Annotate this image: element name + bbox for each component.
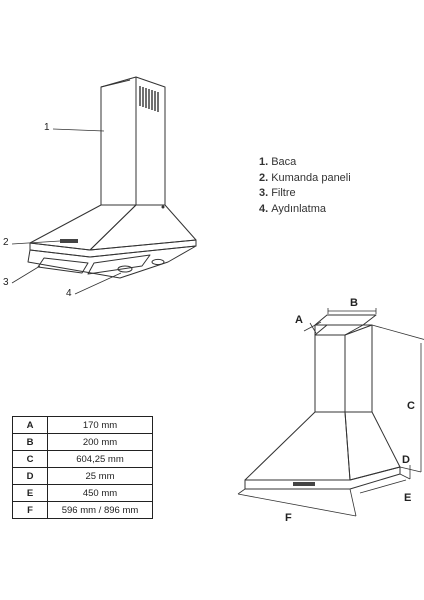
- leader-line-2: [11, 240, 61, 245]
- dim-control-buttons: [293, 482, 315, 486]
- dim-canopy-right: [344, 411, 401, 481]
- lamp-2: [151, 258, 165, 266]
- hood-underside: [27, 245, 197, 279]
- dim-canopy-left: [244, 411, 351, 481]
- dim-label-f: F: [285, 512, 292, 524]
- legend-item: 2.Kumanda paneli: [259, 171, 351, 184]
- callout-3: 3: [3, 277, 9, 288]
- legend-item: 1.Baca: [259, 156, 297, 168]
- parts-legend: 1.Baca 2.Kumanda paneli 3.Filtre 4.Aydın…: [259, 155, 351, 217]
- dim-label-e: E: [404, 492, 412, 504]
- legend-item: 4.Aydınlatma: [259, 202, 327, 215]
- dim-chimney-front: [314, 334, 346, 413]
- dim-label-d: D: [402, 454, 410, 466]
- dim-chimney-side: [344, 324, 373, 413]
- chimney-front: [100, 76, 137, 206]
- filter-left: [37, 257, 89, 274]
- dim-canopy-skirt: [244, 466, 401, 490]
- callout-1: 1: [44, 122, 50, 133]
- legend-item: 3.Filtre: [259, 187, 296, 199]
- control-panel-buttons: [60, 239, 78, 243]
- dim-line-f: [237, 493, 357, 517]
- canopy-right-face: [89, 204, 197, 251]
- dim-line-e: [359, 479, 407, 494]
- dim-chimney-top: [314, 314, 377, 326]
- chimney-vent-slots: [139, 86, 159, 112]
- leader-line-4: [74, 272, 122, 295]
- callout-4: 4: [66, 288, 72, 299]
- dim-label-a: A: [295, 314, 303, 326]
- dim-label-b: B: [350, 297, 358, 309]
- lamp-1: [117, 265, 133, 273]
- leader-line-1: [52, 128, 105, 132]
- filter-right: [87, 254, 151, 275]
- leader-line-3: [11, 265, 41, 284]
- dim-label-c: C: [407, 400, 415, 412]
- canopy-left-face: [29, 204, 137, 251]
- callout-2: 2: [3, 237, 9, 248]
